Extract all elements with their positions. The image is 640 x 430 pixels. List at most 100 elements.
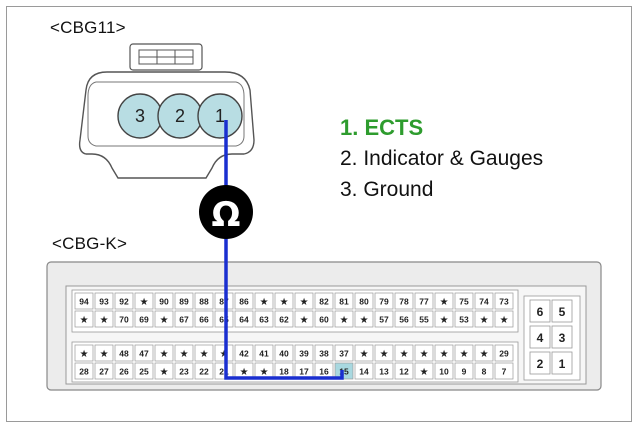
cbg-k-pin-label: 22: [199, 367, 209, 377]
cbg-k-pin-cell: [154, 362, 174, 380]
cbg-k-pin-cell: [474, 362, 494, 380]
cbg-k-pin-label: 14: [359, 367, 369, 377]
cbg-k-pin-label: 93: [99, 297, 109, 307]
cbg-k-pin-cell: [454, 292, 474, 310]
cbg-k-pin-label: 62: [279, 315, 289, 325]
cbg-k-pin-label: 55: [419, 315, 429, 325]
cbg-k-pin-label: ★: [440, 297, 449, 307]
cbg-k-pin-cell: [494, 310, 514, 328]
cbg-k-pin-cell: [474, 344, 494, 362]
legend-item-ground: 3. Ground: [340, 178, 434, 201]
cbg-k-pin-label: ★: [460, 349, 469, 359]
cbg-k-pin-cell: [234, 310, 254, 328]
cbg-k-pin-label: 86: [239, 297, 249, 307]
cbg-k-pin-cell: [394, 310, 414, 328]
cbg-k-pin-label: 69: [139, 315, 149, 325]
cbg-k-power-pin-cell: [529, 299, 551, 323]
legend-item-indicator-gauges: 2. Indicator & Gauges: [340, 147, 544, 170]
cbg-k-pin-label: 29: [499, 349, 509, 359]
cbg-k-pin-label: 21: [219, 367, 229, 377]
cbg-k-pin-cell: [494, 362, 514, 380]
cbg-k-pin-cell: [434, 292, 454, 310]
cbg-k-pin-cell: [434, 310, 454, 328]
cbg-k-pin-cell: [374, 310, 394, 328]
cbg-k-pin-cell: [434, 362, 454, 380]
cbg-k-pin-label: 75: [459, 297, 469, 307]
cbg-k-pin-cell: [274, 292, 294, 310]
cbg-k-pin-cell: [454, 310, 474, 328]
cbg-k-pin-label: ★: [300, 297, 309, 307]
cbg-k-pin-label: 87: [219, 297, 229, 307]
cbg-k-pin-cell: [194, 292, 214, 310]
cbg-k-pin-cell: [434, 344, 454, 362]
cbg-k-pin-cell: [414, 310, 434, 328]
cbg-k-pin-cell: [314, 292, 334, 310]
cbg11-pins: 3 2 1: [117, 93, 243, 139]
cbg-k-pin-label: 67: [179, 315, 189, 325]
cbg-k-pin-label: 57: [379, 315, 389, 325]
cbg-k-pin-label: ★: [100, 349, 109, 359]
cbg-k-power-pin-label: 3: [559, 331, 566, 345]
cbg-k-pin-label: 28: [79, 367, 89, 377]
cbg-k-pin-cell: [294, 344, 314, 362]
cbg-k-pin-cell: [234, 344, 254, 362]
ohm-symbol: Ω: [212, 195, 241, 235]
cbg-k-pin-cell: [74, 292, 94, 310]
cbg-k-power-pin-label: 4: [537, 331, 544, 345]
cbg-k-pin-label: 79: [379, 297, 389, 307]
cbg-k-pin-label: 77: [419, 297, 429, 307]
cbg-k-pin-label: ★: [340, 315, 349, 325]
cbg-k-pin-label: ★: [260, 297, 269, 307]
cbg-k-pin-cell: [194, 310, 214, 328]
cbg-k-pin-cell: [454, 362, 474, 380]
cbg-k-pin-cell: [474, 292, 494, 310]
cbg-k-pin-cell: [114, 292, 134, 310]
cbg-k-pin-cell: [474, 310, 494, 328]
cbg-k-pin-cell: [354, 362, 374, 380]
cbg-k-pin-label: 81: [339, 297, 349, 307]
cbg-k-pin-cell: [274, 310, 294, 328]
cbg-k-pin-cell: [214, 344, 234, 362]
cbg-k-pin-label: 78: [399, 297, 409, 307]
cbg-k-pin-label: 7: [502, 367, 507, 377]
cbg-k-pin-cell: [134, 292, 154, 310]
cbg-k-pin-label: 37: [339, 349, 349, 359]
cbg-k-pin-label: 89: [179, 297, 189, 307]
cbg-k-pin-label: 10: [439, 367, 449, 377]
cbg-k-pin-cell: [414, 292, 434, 310]
cbg-k-pin-cell: [234, 292, 254, 310]
cbg-k-pin-label: 8: [482, 367, 487, 377]
cbg-k-pin-cell: [294, 310, 314, 328]
cbg-k-pin-cell: [314, 310, 334, 328]
cbg-k-pin-cell: [214, 292, 234, 310]
cbg-k-pin-cell: [254, 344, 274, 362]
cbg-k-pin-label: 13: [379, 367, 389, 377]
cbg-k-pin-label: ★: [240, 367, 249, 377]
cbg-k-pin-label: ★: [440, 315, 449, 325]
cbg11-pin-1-label: 1: [215, 106, 225, 126]
cbg-k-pin-label: 26: [119, 367, 129, 377]
cbg11-pin-1: [197, 93, 243, 139]
cbg-k-pin-label: 73: [499, 297, 509, 307]
cbg-k-pin-cell: [94, 310, 114, 328]
cbg-k-pin-label: 18: [279, 367, 289, 377]
cbg-k-pin-cell: [74, 362, 94, 380]
cbg-k-pin-cell: [254, 292, 274, 310]
cbg-k-pin-label: 9: [462, 367, 467, 377]
cbg-k-pin-cell: [94, 344, 114, 362]
cbg-k-pin-cell: [154, 292, 174, 310]
cbg-k-pin-cell: [194, 362, 214, 380]
cbg-k-pin-label: ★: [160, 367, 169, 377]
cbg-k-pin-cell: [394, 362, 414, 380]
cbg-k-pin-label: 56: [399, 315, 409, 325]
cbg-k-pin-label: 94: [79, 297, 89, 307]
connector-cbg11: 3 2 1: [78, 43, 255, 179]
cbg-k-pin-label: ★: [180, 349, 189, 359]
cbg-k-pin-label: ★: [140, 297, 149, 307]
cbg-k-pin-label: ★: [260, 367, 269, 377]
cbg-k-pin-cell: [174, 310, 194, 328]
cbg-k-pin-label: 27: [99, 367, 109, 377]
cbg-k-pin-cell: [194, 344, 214, 362]
